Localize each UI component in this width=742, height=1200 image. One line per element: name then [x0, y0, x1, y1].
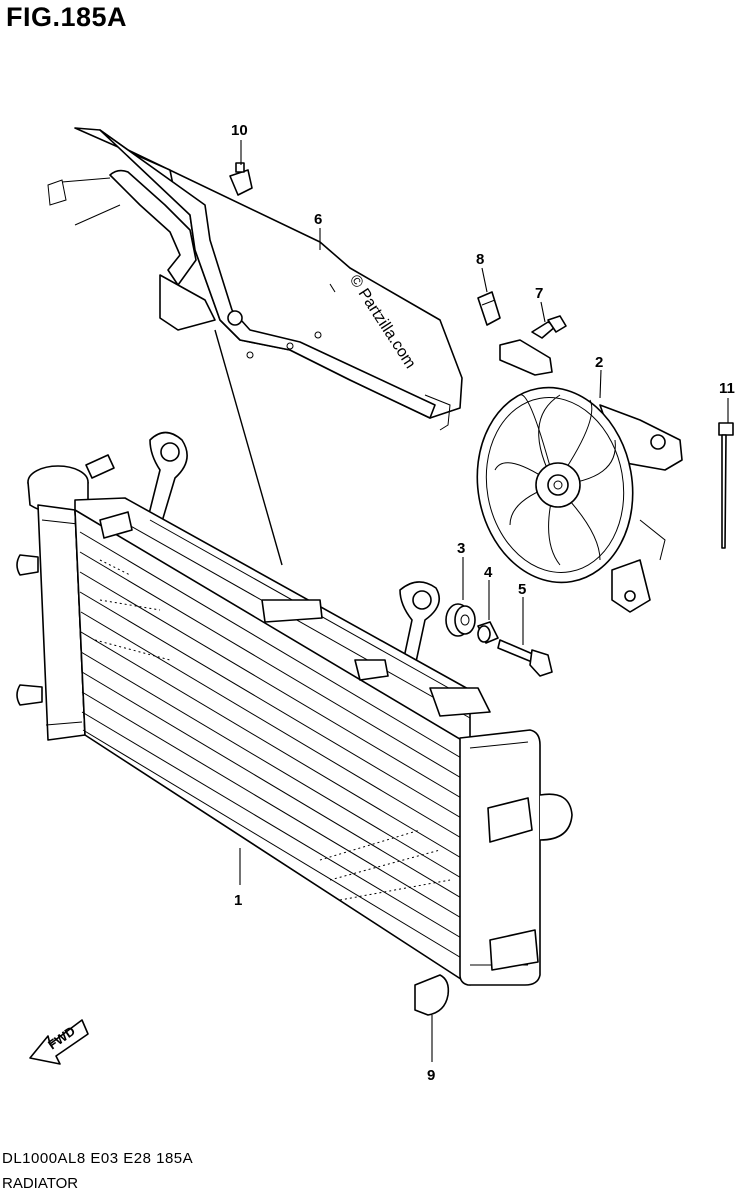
callout-8: 8 [476, 251, 484, 268]
leader-lines [239, 140, 729, 1062]
callout-4: 4 [484, 564, 493, 581]
callout-11: 11 [719, 380, 735, 397]
diagram-code: DL1000AL8 E03 E28 185A [2, 1150, 194, 1167]
radiator-cover-part [47, 127, 463, 566]
forward-arrow-icon: FWD [29, 1019, 89, 1065]
grommet-part [445, 603, 476, 637]
cooling-fan-part [476, 339, 683, 613]
clip-part [229, 162, 253, 196]
callout-6: 6 [314, 211, 322, 228]
callout-5: 5 [518, 581, 526, 598]
mounting-bolt-part [497, 639, 553, 677]
callout-2: 2 [595, 354, 603, 371]
callout-9: 9 [427, 1067, 435, 1084]
nut-clip-part [477, 291, 501, 326]
figure-title: FIG.185A [6, 2, 128, 32]
callout-1: 1 [234, 892, 242, 909]
fan-bolt-part [531, 315, 567, 339]
callout-7: 7 [535, 285, 543, 302]
cable-tie-part [718, 422, 734, 549]
radiator-part [16, 431, 573, 986]
collar-part [477, 621, 499, 644]
callout-10: 10 [231, 122, 248, 139]
diagram-name: RADIATOR [2, 1175, 79, 1192]
pad-part [414, 974, 450, 1016]
callout-3: 3 [457, 540, 465, 557]
